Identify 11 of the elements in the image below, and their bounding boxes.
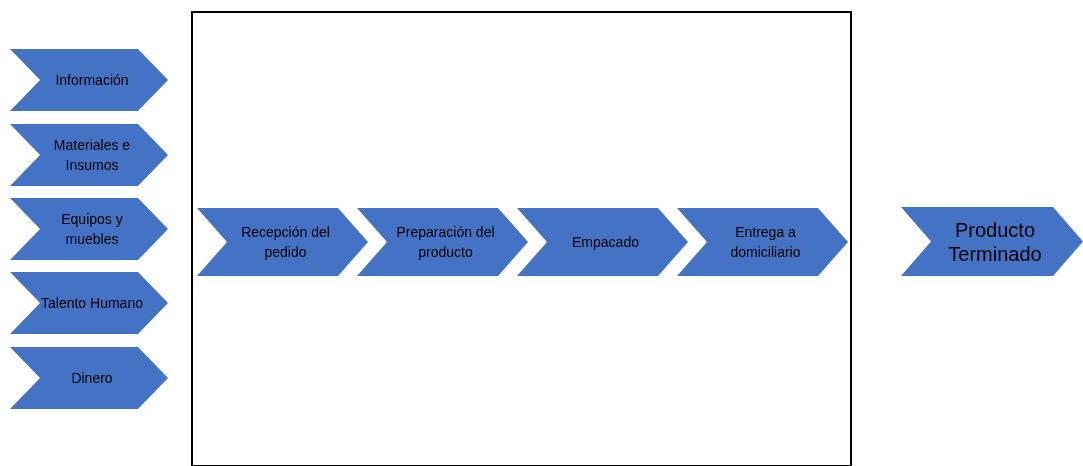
process-frame — [191, 11, 852, 466]
chevron-label: Equipos y muebles — [60, 209, 124, 249]
chevron-label: Materiales e Insumos — [52, 135, 132, 175]
chevron-label: Empacado — [572, 232, 639, 252]
chevron-label: Producto Terminado — [947, 217, 1043, 266]
chevron-label: Dinero — [71, 368, 113, 388]
chevron-label: Recepción del pedido — [240, 222, 331, 262]
chevron-label: Entrega a domiciliario — [729, 222, 802, 262]
chevron-label: Preparación del producto — [395, 222, 496, 262]
chevron-label: Talento Humano — [41, 293, 143, 313]
chevron-label: Información — [55, 70, 129, 90]
